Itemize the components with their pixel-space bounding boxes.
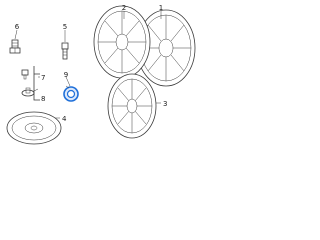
callout-1: 1	[159, 4, 163, 12]
wheel-assembly-front[interactable]	[93, 5, 151, 79]
leader-lines	[14, 11, 162, 119]
callout-6: 6	[15, 23, 20, 31]
callout-3: 3	[163, 100, 167, 108]
spare-wheel[interactable]	[6, 111, 62, 145]
callout-5: 5	[63, 23, 67, 31]
valve-stem-part[interactable]	[61, 42, 69, 60]
wheel-assembly-lower[interactable]	[107, 73, 157, 139]
callout-2: 2	[122, 4, 126, 12]
callout-7: 7	[41, 74, 45, 82]
lug-nut-part[interactable]	[9, 39, 21, 54]
center-cap-part[interactable]	[63, 85, 79, 102]
callout-9: 9	[64, 71, 68, 79]
wheel-parts-diagram: 2 1 6 5 7 8 9 4 3	[6, 4, 196, 145]
callout-8: 8	[41, 95, 45, 103]
callout-4: 4	[62, 115, 67, 123]
bolt-part-7	[21, 69, 29, 80]
washer-part-8	[21, 87, 35, 97]
fastener-group[interactable]	[21, 66, 40, 101]
